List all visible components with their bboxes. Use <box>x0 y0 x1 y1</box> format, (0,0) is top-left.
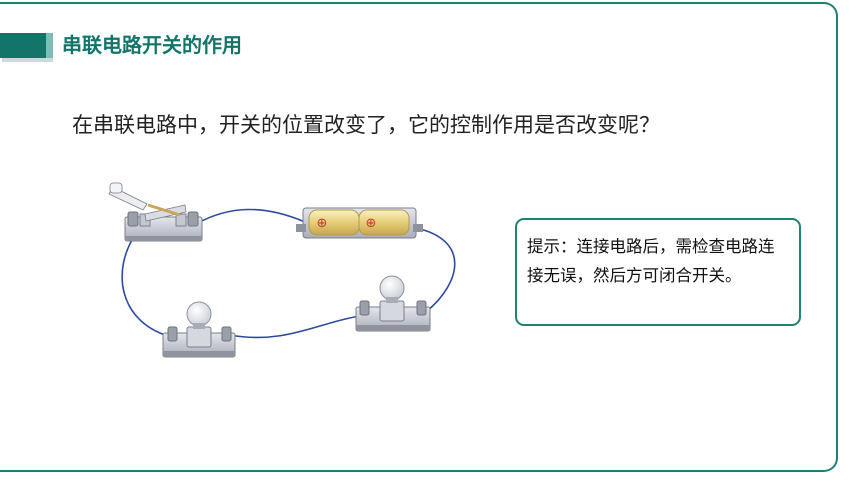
battery-holder: ⊕ ⊕ <box>296 207 423 239</box>
bulb-holder-left <box>162 301 236 358</box>
wire-bulb-bulb <box>229 315 361 339</box>
slide-heading: 串联电路开关的作用 <box>62 33 242 57</box>
title-accent-bar <box>0 33 46 58</box>
hint-box: 提示：连接电路后，需检查电路连接无误，然后方可闭合开关。 <box>515 218 801 326</box>
bulb-left <box>186 301 212 327</box>
wires <box>121 208 456 339</box>
wire-switch-bulb <box>121 234 169 337</box>
wire-switch-battery <box>195 208 306 225</box>
title-accent-shadow <box>2 58 53 62</box>
bulb-right <box>379 275 405 301</box>
battery-positive-left: ⊕ <box>317 216 328 231</box>
question-text: 在串联电路中，开关的位置改变了，它的控制作用是否改变呢？ <box>72 113 660 137</box>
battery-positive-right: ⊕ <box>366 216 377 231</box>
battery-cell-right <box>358 209 410 236</box>
title-accent-stripe <box>46 33 53 58</box>
bulb-holder-right <box>355 275 431 332</box>
slide-frame <box>0 2 838 472</box>
knife-switch[interactable] <box>108 182 203 242</box>
wire-battery-bulb <box>415 227 456 313</box>
